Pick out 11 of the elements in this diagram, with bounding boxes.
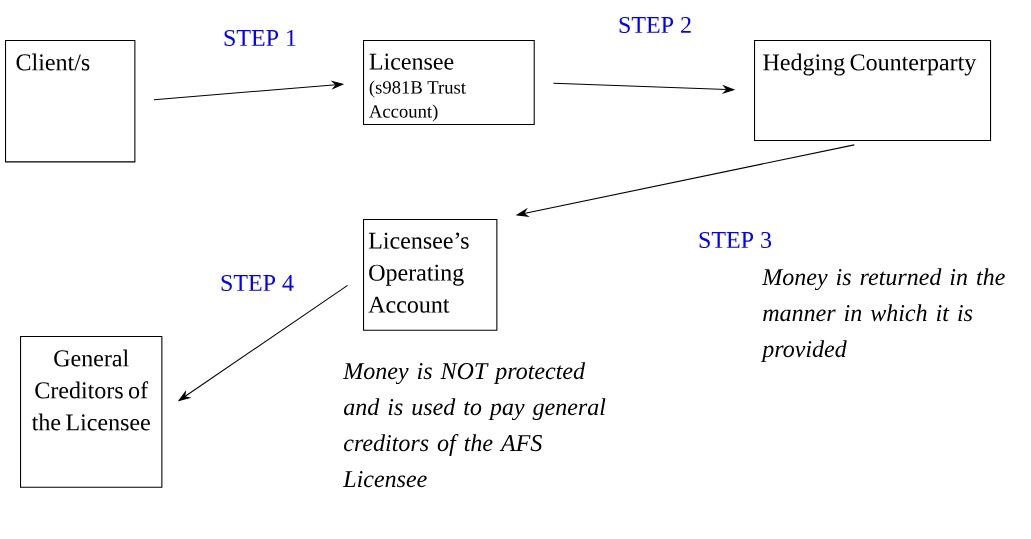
process-box: General Creditors of the Licensee	[20, 336, 163, 488]
note-text: Money is NOT protected and is used to pay general creditors of the AFS Licensee	[343, 362, 606, 488]
step-label: STEP 3	[699, 231, 772, 249]
step-label: STEP 2	[619, 16, 691, 34]
process-box: Licensee (s981B Trust Account)	[363, 40, 535, 126]
note-text: Money is returned in the manner in which it is provided	[760, 268, 1005, 362]
process-box: Client/s	[5, 40, 136, 163]
step-label: STEP 1	[224, 29, 296, 47]
process-box: Licensee’s Operating Account	[363, 219, 498, 331]
step-label: STEP 4	[221, 274, 294, 292]
process-box: Hedging Counterparty	[754, 40, 992, 142]
